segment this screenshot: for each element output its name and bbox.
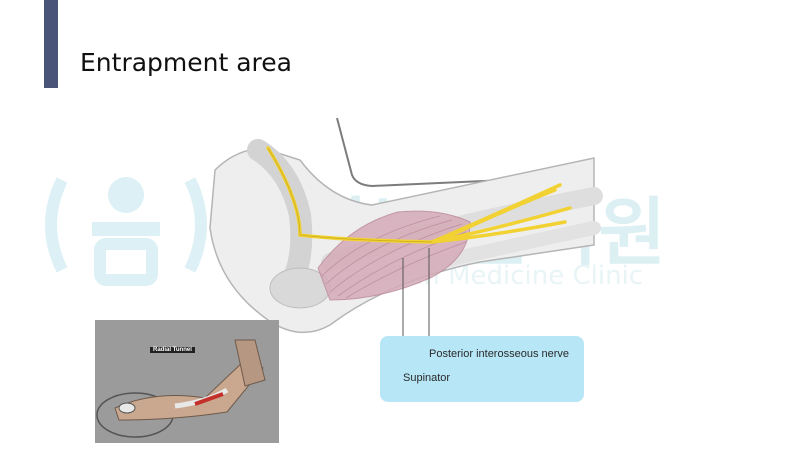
humerus-bone: [247, 139, 313, 296]
watermark-logo-icon: [45, 177, 207, 286]
supinator-label: Supinator: [403, 372, 451, 384]
label-box: [380, 336, 584, 402]
inset-arm-illustration: [96, 339, 266, 438]
title-accent-bar: [44, 0, 58, 88]
slide-title: Entrapment area: [80, 48, 292, 77]
supinator-muscle: [317, 210, 471, 301]
nerve-outline: [267, 147, 433, 243]
posterior-interosseous-nerve-label: Posterior interosseous nerve: [429, 348, 570, 360]
radial-tunnel-label: Radial Tunnel: [150, 347, 195, 353]
arm-outline: [336, 117, 595, 188]
radial-tunnel-inset-image: Radial Tunnel: [95, 320, 279, 443]
